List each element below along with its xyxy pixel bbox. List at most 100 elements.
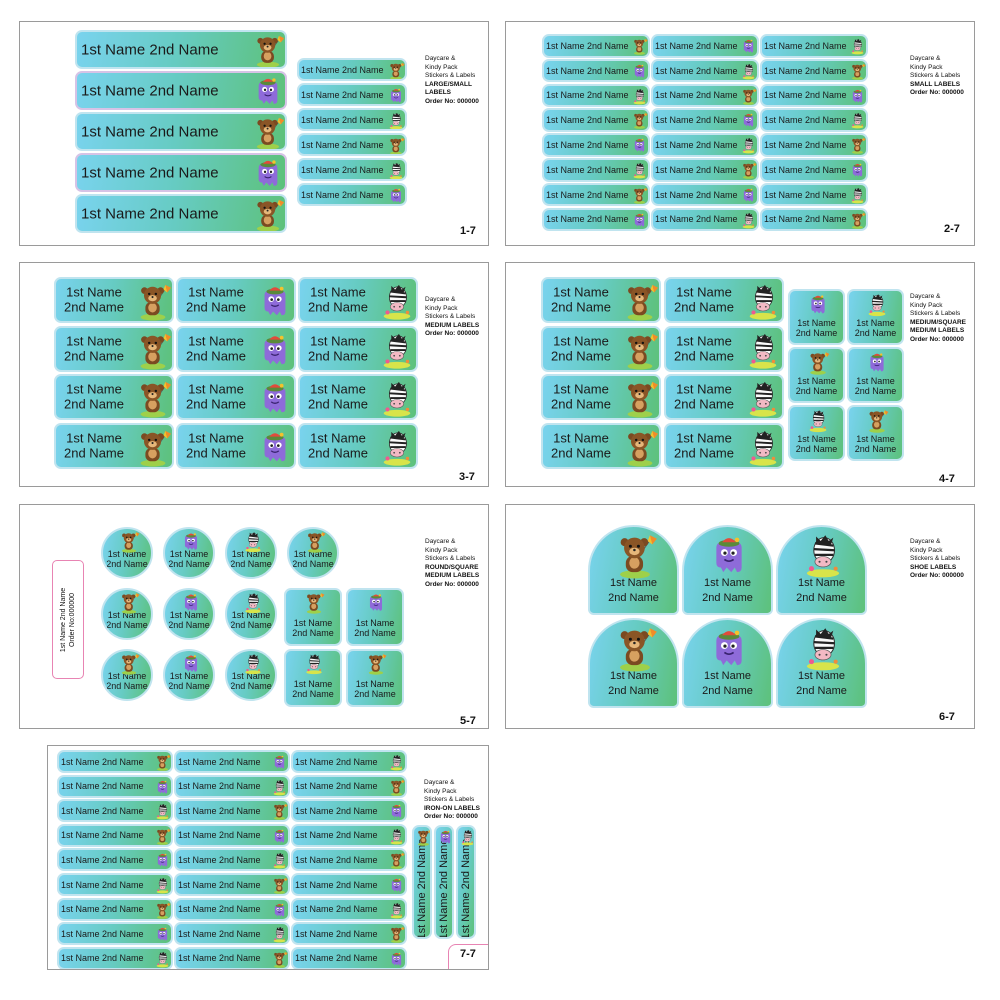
bear-with-kite-icon (621, 332, 659, 370)
pack-info-line2: Kindy Pack (424, 787, 457, 795)
bear-with-kite-icon (612, 626, 658, 677)
name-label: 1st Name 2nd Name (297, 133, 407, 156)
label-name: 1st Name 2nd Name (301, 89, 384, 100)
name-label: 1st Name 2nd Name (760, 158, 868, 182)
purple-monster-icon (251, 75, 285, 108)
name-label: 1st Name 2nd Name (174, 774, 290, 798)
purple-monster-icon (740, 112, 757, 130)
label-name: 1st Name 2nd Name (546, 65, 629, 76)
name-label: 1st Name 2nd Name (651, 133, 759, 157)
label-second-name: 2nd Name (854, 443, 897, 454)
zebra-icon (388, 754, 405, 771)
label-name: 1st Name 2nd Name (546, 40, 629, 51)
label-name: 1st Name 2nd Name (178, 756, 261, 767)
bear-with-kite-icon (612, 533, 658, 584)
label-second-name: 2nd Name (854, 327, 897, 338)
bear-with-kite-icon (388, 779, 405, 796)
zebra-icon (849, 38, 866, 56)
name-label: 1st Name 2nd Name (291, 823, 407, 847)
label-second-name: 2nd Name (608, 591, 659, 604)
label-name: 1st Name 2nd Name (178, 830, 261, 841)
name-label: 1st Name 2nd Name (291, 922, 407, 946)
zebra-icon (740, 137, 757, 155)
label-name: 1st Name 2nd Name (416, 838, 428, 939)
label-name: 1st Name 2nd Name (764, 214, 847, 225)
pack-info-line3: Stickers & Labels (910, 310, 961, 317)
bear-with-kite-icon (118, 531, 140, 558)
label-second-name: 2nd Name (608, 684, 659, 697)
label-name: 1st Name 2nd Name (295, 805, 378, 816)
order-number: Order No: 000000 (910, 572, 964, 579)
label-second-name: 2nd Name (230, 680, 272, 691)
name-label: 1st Name 2nd Name (57, 873, 173, 896)
label-first-name: 1st Name (310, 333, 366, 349)
label-name: 1st Name 2nd Name (295, 781, 378, 792)
label-type: IRON-ON LABELS (424, 804, 480, 812)
bear-with-kite-icon (303, 592, 325, 619)
label-name: 1st Name 2nd Name (655, 65, 738, 76)
label-second-name: 2nd Name (551, 348, 611, 364)
name-label: 1st Name 2nd Name (174, 799, 290, 823)
label-type: MEDIUM LABELS (910, 327, 965, 334)
label-first-name: 1st Name (107, 609, 147, 620)
label-name: 1st Name 2nd Name (764, 139, 847, 150)
pack-info-line3: Stickers & Labels (425, 555, 476, 562)
label-type: ROUND/SQUARE (425, 563, 479, 571)
label-name: 1st Name 2nd Name (546, 214, 629, 225)
name-label: 1st Name 2nd Name (651, 34, 759, 58)
name-label: 1st Name 2nd Name (651, 83, 759, 108)
purple-monster-icon (180, 653, 202, 680)
label-second-name: 2nd Name (795, 443, 838, 454)
bear-with-kite-icon (134, 380, 172, 418)
label-second-name: 2nd Name (674, 445, 734, 461)
bear-with-kite-icon (849, 212, 866, 230)
label-name: 1st Name 2nd Name (764, 65, 847, 76)
label-second-name: 2nd Name (186, 348, 246, 364)
label-first-name: 1st Name (310, 430, 366, 446)
bear-with-kite-icon (388, 852, 405, 870)
order-number: Order No: 000000 (424, 813, 478, 820)
label-first-name: 1st Name (66, 284, 122, 300)
label-name: 1st Name 2nd Name (295, 879, 378, 890)
name-label: 1st Name 2nd Name (651, 158, 759, 182)
zebra-icon (378, 429, 416, 467)
pack-info-line1: Daycare & (425, 55, 456, 62)
label-name: 1st Name 2nd Name (81, 205, 219, 222)
bear-with-kite-icon (849, 63, 866, 81)
label-first-name: 1st Name (169, 548, 209, 559)
label-name: 1st Name 2nd Name (655, 139, 738, 150)
name-label: 1st Name 2nd Name (291, 848, 407, 872)
label-second-name: 2nd Name (64, 348, 124, 364)
label-name: 1st Name 2nd Name (655, 90, 738, 101)
bear-with-kite-icon (365, 653, 387, 680)
name-label: 1st Name 2nd Name (75, 30, 287, 69)
zebra-icon (744, 380, 782, 418)
zebra-icon (388, 828, 405, 845)
purple-monster-icon (631, 137, 648, 155)
label-second-name: 2nd Name (168, 680, 210, 691)
name-label: 1st Name 2nd Name (57, 823, 173, 847)
name-label: 1st Name 2nd Name (291, 946, 407, 969)
sheet-number: 4-7 (939, 473, 955, 485)
label-name: 1st Name 2nd Name (178, 781, 261, 792)
